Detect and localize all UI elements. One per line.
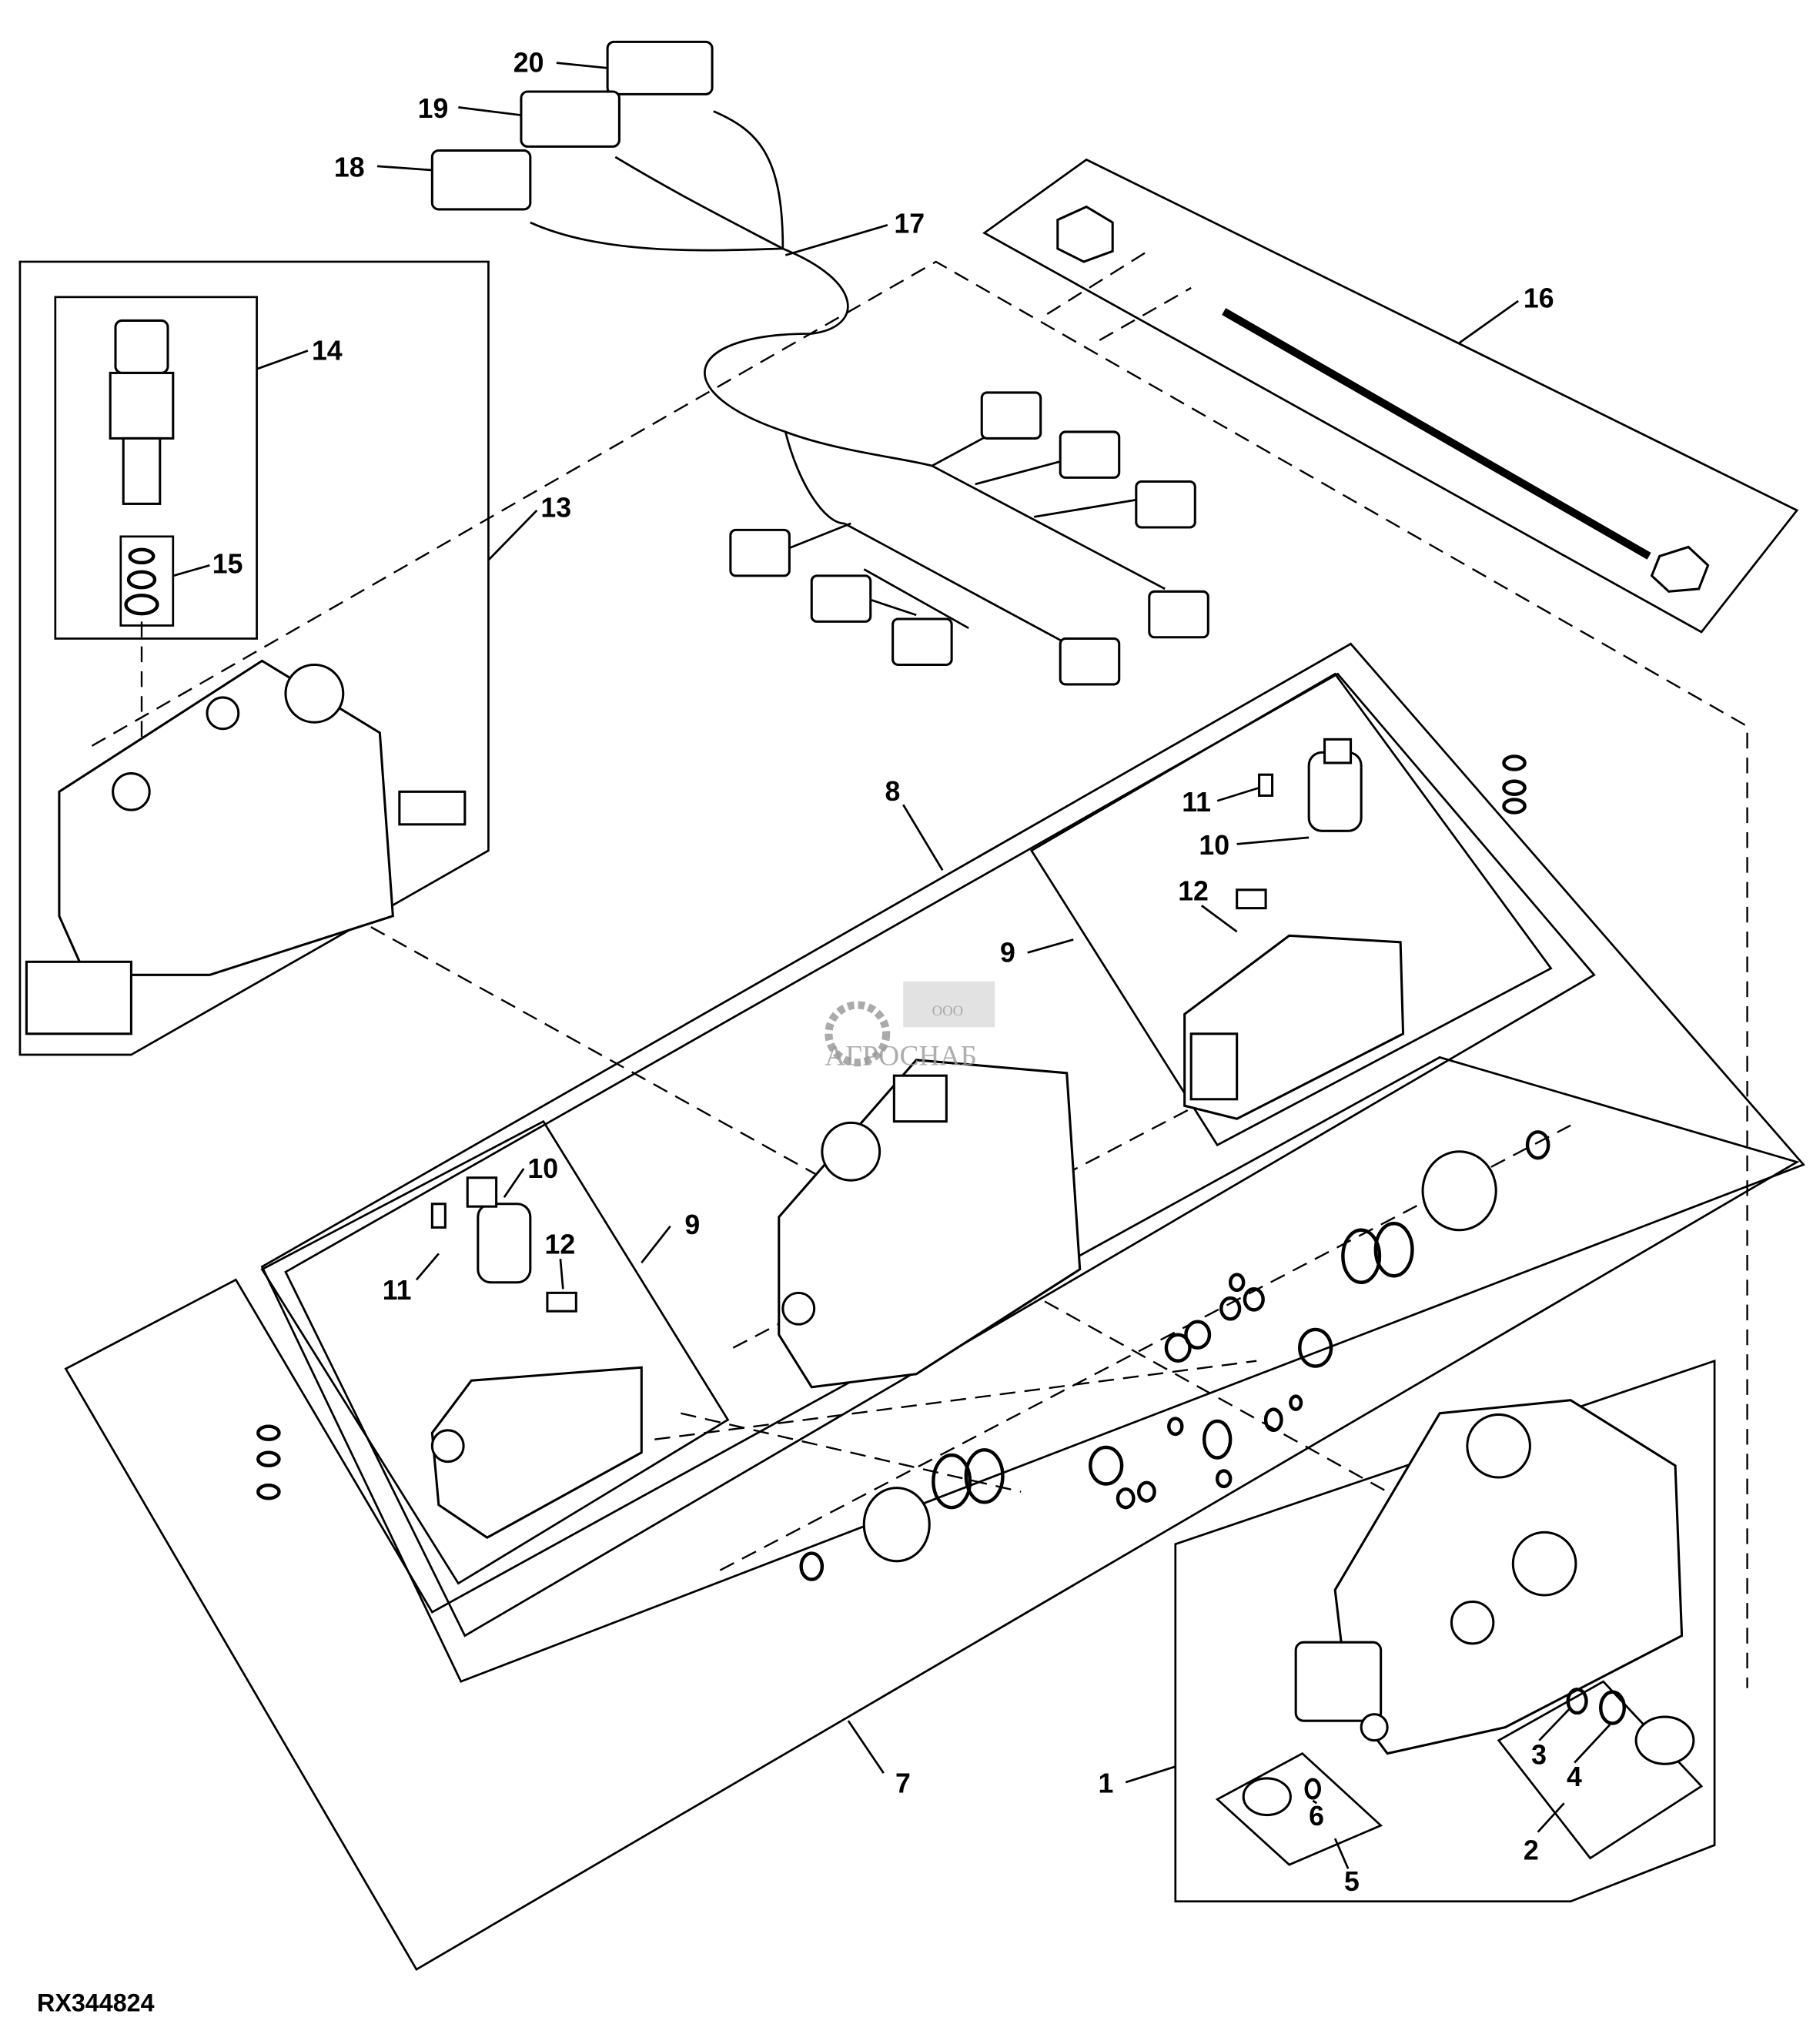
group-box-13 <box>18 260 490 1056</box>
o-rings <box>256 754 1695 1817</box>
callout-9: 9 <box>684 1209 700 1240</box>
tie-rod-kit <box>1056 205 1710 593</box>
callout-19: 19 <box>418 93 449 124</box>
group-box-9-upper <box>1029 672 1553 1147</box>
callout-16: 16 <box>1524 283 1554 313</box>
valve-section-1 <box>1294 1399 1684 1755</box>
leader-lines <box>172 62 1611 1869</box>
figure-id: RX344824 <box>37 1989 155 2017</box>
callout-10: 10 <box>1199 830 1229 861</box>
group-box-9-lower <box>260 1119 730 1585</box>
watermark-name: АГРОСНАБ <box>825 1041 977 1072</box>
group-box-8 <box>260 642 1805 1683</box>
group-box-5 <box>1215 1752 1383 1866</box>
callout-20: 20 <box>513 47 544 78</box>
callout-3: 3 <box>1531 1739 1547 1770</box>
callout-12: 12 <box>1178 875 1209 906</box>
group-box-1 <box>1174 1359 1716 1903</box>
solenoid-lower <box>430 1176 643 1539</box>
solenoid-upper <box>1183 738 1405 1120</box>
group-box-16 <box>982 158 1799 634</box>
group-box-8-inner <box>284 672 1596 1638</box>
callout-15: 15 <box>212 548 243 579</box>
assembly-line <box>1046 247 1192 341</box>
callout-2: 2 <box>1524 1835 1539 1865</box>
connectors <box>430 40 1209 686</box>
callout-11: 11 <box>1182 787 1211 818</box>
callout-12: 12 <box>545 1229 576 1260</box>
callout-18: 18 <box>334 152 365 182</box>
callout-17: 17 <box>894 209 925 239</box>
callout-10: 10 <box>527 1153 558 1184</box>
callout-5: 5 <box>1344 1866 1360 1897</box>
callout-9: 9 <box>1000 937 1015 968</box>
callout-4: 4 <box>1567 1761 1582 1792</box>
watermark-logo: ООО АГРОСНАБ <box>825 981 995 1072</box>
group-box-14 <box>54 296 258 640</box>
assembly-line <box>654 1360 1257 1493</box>
callout-1: 1 <box>1099 1768 1114 1799</box>
callout-7: 7 <box>895 1768 911 1799</box>
valve-section-13 <box>25 659 467 1035</box>
group-box-15 <box>119 535 175 627</box>
watermark-prefix: ООО <box>932 1003 964 1019</box>
wire-harness <box>530 110 933 525</box>
relief-valve <box>109 319 175 616</box>
callout-14: 14 <box>312 335 343 366</box>
callout-8: 8 <box>885 776 900 807</box>
callout-11: 11 <box>383 1275 412 1306</box>
callout-6: 6 <box>1309 1801 1324 1832</box>
assembly-line <box>91 260 1748 1688</box>
callout-13: 13 <box>540 492 571 523</box>
valve-section-8 <box>778 1059 1082 1389</box>
callout-labels: 20 19 18 17 16 14 13 15 8 11 10 12 9 10 … <box>212 47 1582 1897</box>
wire-harness <box>784 430 1166 656</box>
group-box-7 <box>64 1055 1800 1971</box>
